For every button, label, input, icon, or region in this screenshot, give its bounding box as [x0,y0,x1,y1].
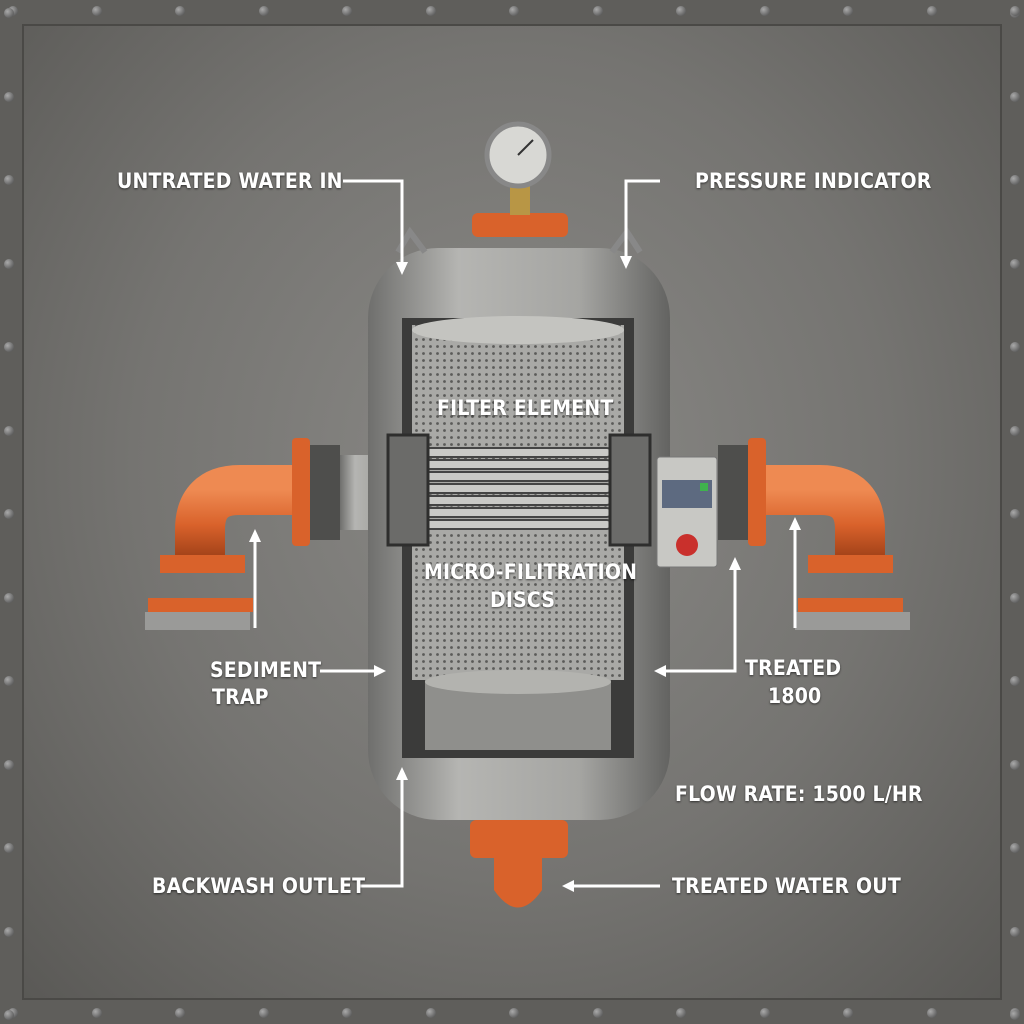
rivet [91,6,102,16]
rivet [425,6,436,16]
rivet [509,1008,519,1018]
rivet [1010,425,1020,436]
rivet [1010,1010,1020,1020]
rivet [4,592,14,603]
rivet [4,8,14,18]
rivet [4,676,14,686]
outlet-pipe [718,438,910,630]
rivet [1010,91,1020,102]
rivet [1010,509,1020,519]
label-treated-value: 1800 [768,684,822,708]
label-flow-rate: FLOW RATE: 1500 L/HR [675,782,923,806]
rivet [926,1008,937,1018]
label-discs: DISCS [490,588,556,612]
rivet [843,1008,853,1018]
rivet [926,6,937,16]
rivet [4,175,14,185]
rivet [843,6,853,16]
rivet [592,1008,603,1018]
label-backwash-outlet: BACKWASH OUTLET [152,874,366,898]
bottom-flange [470,820,568,858]
rivet [4,1010,14,1020]
rivet [4,843,14,853]
control-panel [656,456,718,568]
label-treated: TREATED [745,656,842,680]
rivet [509,6,519,16]
micro-filtration-discs [424,447,612,530]
rivet [4,759,14,770]
label-filter-element: FILTER ELEMENT [437,396,614,420]
rivet [4,425,14,436]
stop-button[interactable] [676,534,698,556]
rivet [1010,676,1020,686]
rivet [1010,592,1020,603]
rivet [342,1008,352,1018]
rivet [1010,342,1020,352]
annotation-arrows [253,179,797,888]
label-trap: TRAP [212,685,269,709]
rivet [425,1008,436,1018]
rivet [676,6,686,16]
label-sediment: SEDIMENT [210,658,322,682]
rivet [4,91,14,102]
rivet [592,6,603,16]
label-pressure-indicator: PRESSURE INDICATOR [695,169,932,193]
rivet [342,6,352,16]
rivet [1010,926,1020,937]
rivet [175,6,185,16]
rivet [759,6,770,16]
rivet [1010,258,1020,269]
rivet [258,6,269,16]
rivet [91,1008,102,1018]
rivet [4,926,14,937]
rivet [4,258,14,269]
rivet [1010,759,1020,770]
label-treated-water-out: TREATED WATER OUT [672,874,901,898]
rivet [676,1008,686,1018]
rivet [4,342,14,352]
rivet [1010,175,1020,185]
rivet [175,1008,185,1018]
top-flange [472,213,568,237]
rivet [1010,6,1020,16]
label-micro-filtration: MICRO-FILITRATION [424,560,638,584]
label-untreated-water-in: UNTRATED WATER IN [117,169,343,193]
inlet-pipe [145,438,390,630]
rivet [759,1008,770,1018]
rivet [4,509,14,519]
rivet [1010,843,1020,853]
rivet [258,1008,269,1018]
